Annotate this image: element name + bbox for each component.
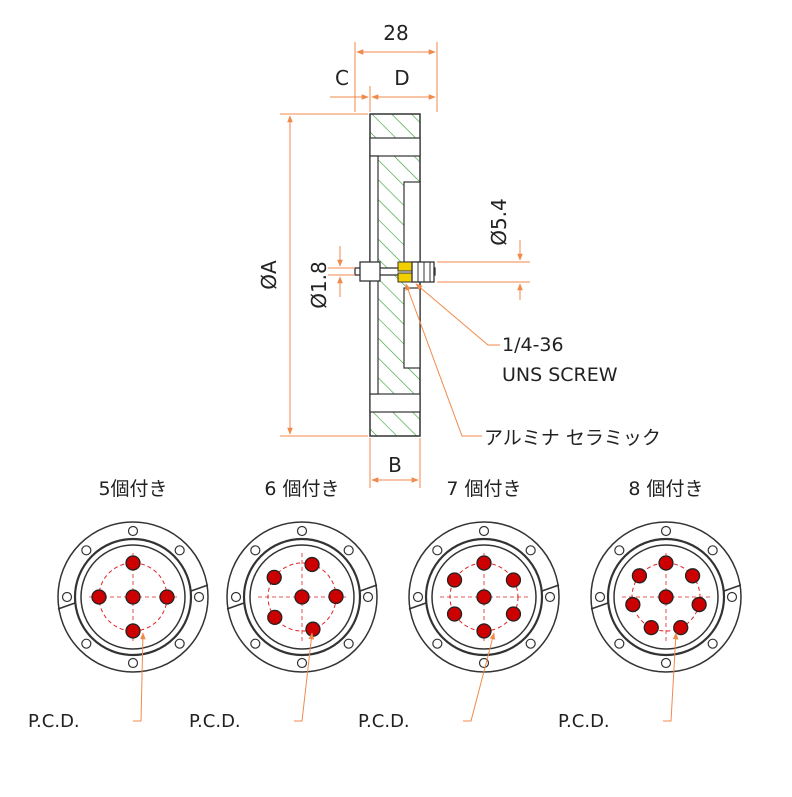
pin [476, 555, 492, 571]
bolt-hole [362, 591, 374, 603]
front-view-7-pin: 7 個付き P.C.D. [358, 478, 560, 732]
bolt-hole [525, 638, 536, 649]
pcd-leader [133, 632, 146, 722]
bolt-hole [250, 545, 261, 556]
bolt-hole [343, 638, 354, 649]
pcd-leader [663, 632, 679, 722]
bolt-hole [525, 545, 536, 556]
pin [159, 589, 175, 605]
variant-caption: 7 個付き [446, 478, 521, 500]
pin [673, 619, 689, 636]
pin [91, 589, 107, 605]
dim-b: B [388, 453, 402, 477]
slot-line-left [408, 602, 427, 610]
dim-insulator-diameter: Ø5.4 [487, 198, 511, 246]
front-view-6-pin: 6 個付き P.C.D. [189, 478, 378, 732]
pin [684, 568, 701, 584]
bolt-hole [432, 545, 443, 556]
dim-total-width: 28 [383, 21, 408, 45]
pin [658, 589, 674, 605]
pin [643, 619, 659, 636]
pin [476, 589, 492, 605]
dimension-lines [280, 42, 530, 488]
pcd-label: P.C.D. [189, 711, 241, 732]
bolt-hole [726, 591, 738, 603]
slot-line-left [590, 602, 609, 610]
slot-line-right [190, 584, 209, 592]
bolt-hole [707, 638, 718, 649]
pin [305, 621, 321, 637]
bolt-hole [127, 525, 139, 537]
pcd-leader [463, 632, 496, 722]
variant-caption: 6 個付き [264, 478, 339, 500]
bolt-hole [81, 638, 92, 649]
pin [625, 596, 641, 613]
bolt-hole [432, 638, 443, 649]
slot-line-right [723, 584, 742, 592]
bolt-hole [193, 591, 205, 603]
pin [125, 589, 141, 605]
pin [328, 588, 344, 605]
pin [476, 623, 492, 639]
bolt-hole [296, 657, 308, 669]
dim-pin-diameter: Ø1.8 [307, 261, 331, 309]
slot-line-left [226, 602, 245, 610]
pin [294, 589, 310, 605]
pcd-label: P.C.D. [558, 711, 610, 732]
pin [691, 596, 707, 613]
variant-caption: 5個付き [98, 478, 167, 500]
pcd-label: P.C.D. [28, 711, 80, 732]
bolt-hole [544, 591, 556, 603]
ceramic-label: アルミナ セラミック [484, 427, 661, 449]
pin [267, 609, 283, 626]
pin [446, 572, 463, 588]
dim-a: ØA [257, 260, 281, 290]
slot-line-right [359, 584, 378, 592]
dim-d: D [394, 66, 409, 90]
bolt-hole [660, 657, 672, 669]
pin [505, 606, 522, 622]
pin [505, 572, 522, 588]
slot-line-right [541, 584, 560, 592]
bolt-hole [614, 545, 625, 556]
front-views: 5個付き P.C.D. 6 個付き P.C.D. 7 個付き P.C.D. 8 個付き P.C… [28, 478, 742, 732]
slot-line-left [57, 602, 76, 610]
side-view: 28 C D B ØA Ø1.8 Ø5.4 1/4-36 UNS SCREW ア… [257, 21, 661, 488]
bolt-hole [230, 591, 242, 603]
dim-c: C [335, 66, 349, 90]
bolt-hole [127, 657, 139, 669]
pin [658, 555, 674, 571]
pin [631, 568, 648, 584]
bolt-hole [174, 638, 185, 649]
pcd-leader [294, 632, 315, 722]
pin [266, 569, 282, 586]
front-view-8-pin: 8 個付き P.C.D. [558, 478, 742, 732]
bolt-hole [412, 591, 424, 603]
pin [304, 556, 320, 573]
bolt-hole [660, 525, 672, 537]
bolt-hole [250, 638, 261, 649]
bolt-hole [478, 525, 490, 537]
pin-assembly [354, 261, 436, 283]
pin [125, 555, 141, 571]
screw-label-line1: 1/4-36 [502, 334, 564, 356]
bolt-hole [707, 545, 718, 556]
bolt-hole [614, 638, 625, 649]
front-view-5-pin: 5個付き P.C.D. [28, 478, 209, 732]
bolt-hole [174, 545, 185, 556]
variant-caption: 8 個付き [628, 478, 703, 500]
bolt-hole [81, 545, 92, 556]
screw-label-line2: UNS SCREW [502, 364, 618, 386]
pcd-label: P.C.D. [358, 711, 410, 732]
pin [446, 606, 463, 622]
bolt-hole [296, 525, 308, 537]
bolt-hole [61, 591, 73, 603]
bolt-hole [594, 591, 606, 603]
pin [125, 623, 141, 639]
bolt-hole [343, 545, 354, 556]
